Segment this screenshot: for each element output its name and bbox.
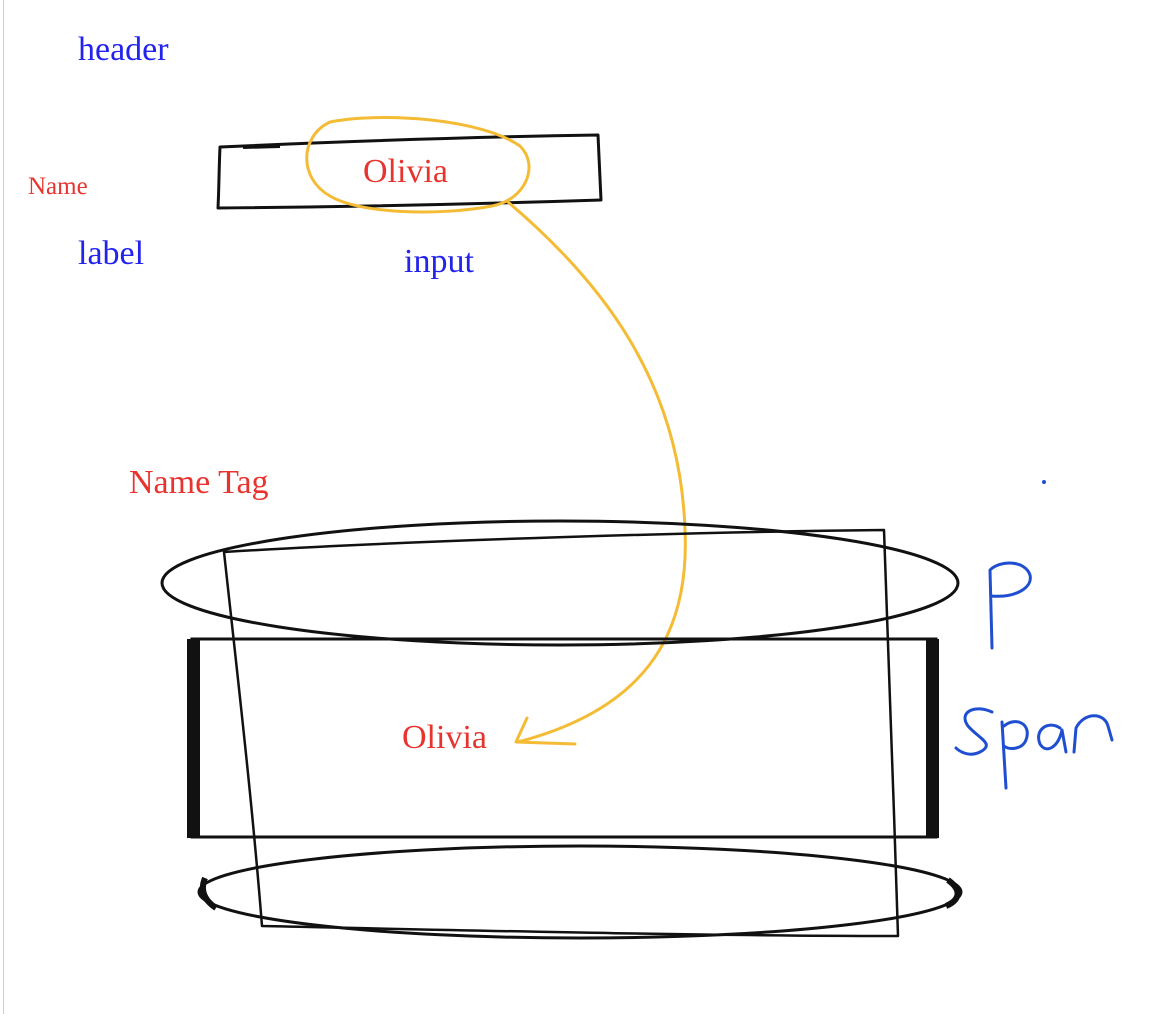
bottom-ellipse [197,844,963,940]
input-value-circle [305,116,531,214]
p-annotation: p [990,575,991,576]
bottom-ellipse-thick-left [199,876,218,911]
p-ellipse [160,519,960,647]
span-annotation: span [960,720,962,721]
input-box [216,133,603,210]
span-box-right-edge [926,639,939,838]
bottom-ellipse-thick-right [944,877,961,909]
label-annotation: label [78,235,145,272]
header-label: header [78,31,169,68]
span-box-left-edge [187,639,200,838]
stray-dot [1042,480,1046,484]
name-tag-rect [222,528,900,938]
data-flow-arrow [506,200,687,744]
arrow-head [514,716,577,746]
input-box-tick [242,144,281,149]
name-label: Name [28,173,88,200]
handwritten-span [954,707,1114,790]
output-value: Olivia [402,719,487,756]
handwritten-p [988,561,1032,650]
name-tag-title: Name Tag [129,464,269,501]
input-annotation: input [404,243,474,280]
input-value: Olivia [363,153,448,190]
span-box [190,637,938,839]
page-edge [3,0,4,1014]
